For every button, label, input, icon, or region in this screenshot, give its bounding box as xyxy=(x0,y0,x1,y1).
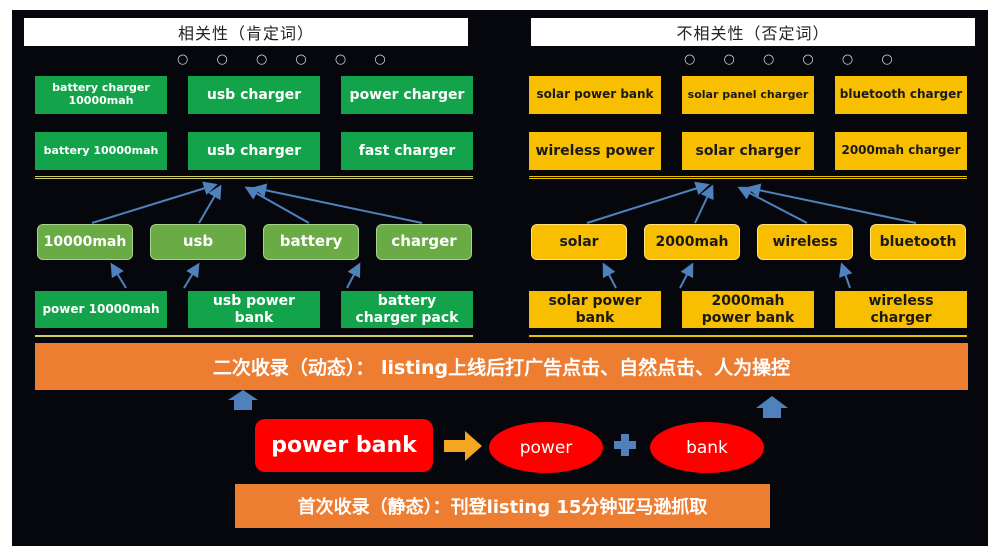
negative-source-3: wireless charger xyxy=(835,291,967,328)
negative-header: 不相关性（否定词） xyxy=(531,18,975,46)
keyword-phrase: power bank xyxy=(255,419,433,472)
arrow-left-src3 xyxy=(346,262,361,289)
negative-baseline xyxy=(529,335,967,337)
negative-root-2000mah: 2000mah xyxy=(644,224,740,260)
up-arrow-right xyxy=(756,396,788,418)
arrow-left-root4 xyxy=(252,183,423,224)
positive-source-3: battery charger pack xyxy=(341,291,473,328)
arrow-right-src2 xyxy=(679,262,694,289)
positive-header: 相关性（肯定词） xyxy=(24,18,468,46)
arrow-right-root2 xyxy=(694,184,714,224)
primary-indexing-banner: 首次收录（静态）：刊登listing 15分钟亚马逊抓取 xyxy=(235,484,770,528)
positive-phrase-6: fast charger xyxy=(341,132,473,170)
secondary-indexing-banner: 二次收录（动态）： listing上线后打广告点击、自然点击、人为操控 xyxy=(35,343,968,390)
negative-phrase-3: bluetooth charger xyxy=(835,76,967,114)
negative-phrase-6: 2000mah charger xyxy=(835,132,967,170)
plus-icon xyxy=(614,434,636,456)
positive-divider xyxy=(35,176,473,179)
arrow-right-root4 xyxy=(746,183,917,224)
positive-phrase-1: battery charger 10000mah xyxy=(35,76,167,114)
positive-root-battery: battery xyxy=(263,224,359,260)
diagram-canvas: 相关性（肯定词） ○ ○ ○ ○ ○ ○ battery charger 100… xyxy=(12,10,988,546)
arrow-left-root2 xyxy=(198,184,222,224)
positive-root-10000mah: 10000mah xyxy=(37,224,133,260)
keyword-word-power: power xyxy=(489,422,603,473)
negative-root-solar: solar xyxy=(531,224,627,260)
negative-ellipsis: ○ ○ ○ ○ ○ ○ xyxy=(684,52,905,67)
positive-source-1: power 10000mah xyxy=(35,291,167,328)
negative-root-wireless: wireless xyxy=(757,224,853,260)
positive-phrase-3: power charger xyxy=(341,76,473,114)
connector-arrows xyxy=(91,181,917,461)
arrow-left-root1 xyxy=(91,181,218,224)
arrow-right-src1 xyxy=(602,262,617,289)
positive-root-charger: charger xyxy=(376,224,472,260)
positive-phrase-2: usb charger xyxy=(188,76,320,114)
negative-phrase-1: solar power bank xyxy=(529,76,661,114)
keyword-word-bank: bank xyxy=(650,422,764,473)
split-arrow xyxy=(444,431,482,461)
negative-phrase-5: solar charger xyxy=(682,132,814,170)
negative-phrase-2: solar panel charger xyxy=(682,76,814,114)
negative-root-bluetooth: bluetooth xyxy=(870,224,966,260)
positive-phrase-4: battery 10000mah xyxy=(35,132,167,170)
arrow-left-src1 xyxy=(110,262,127,289)
arrow-left-src2 xyxy=(183,262,200,289)
negative-source-1: solar power bank xyxy=(529,291,661,328)
positive-source-2: usb power bank xyxy=(188,291,320,328)
positive-baseline xyxy=(35,335,473,337)
positive-root-usb: usb xyxy=(150,224,246,260)
positive-ellipsis: ○ ○ ○ ○ ○ ○ xyxy=(177,52,398,67)
negative-divider xyxy=(529,176,967,179)
arrow-right-src3 xyxy=(839,262,853,289)
negative-source-2: 2000mah power bank xyxy=(682,291,814,328)
negative-phrase-4: wireless power xyxy=(529,132,661,170)
up-arrow-left xyxy=(228,390,258,410)
arrow-right-root1 xyxy=(586,181,710,224)
positive-phrase-5: usb charger xyxy=(188,132,320,170)
